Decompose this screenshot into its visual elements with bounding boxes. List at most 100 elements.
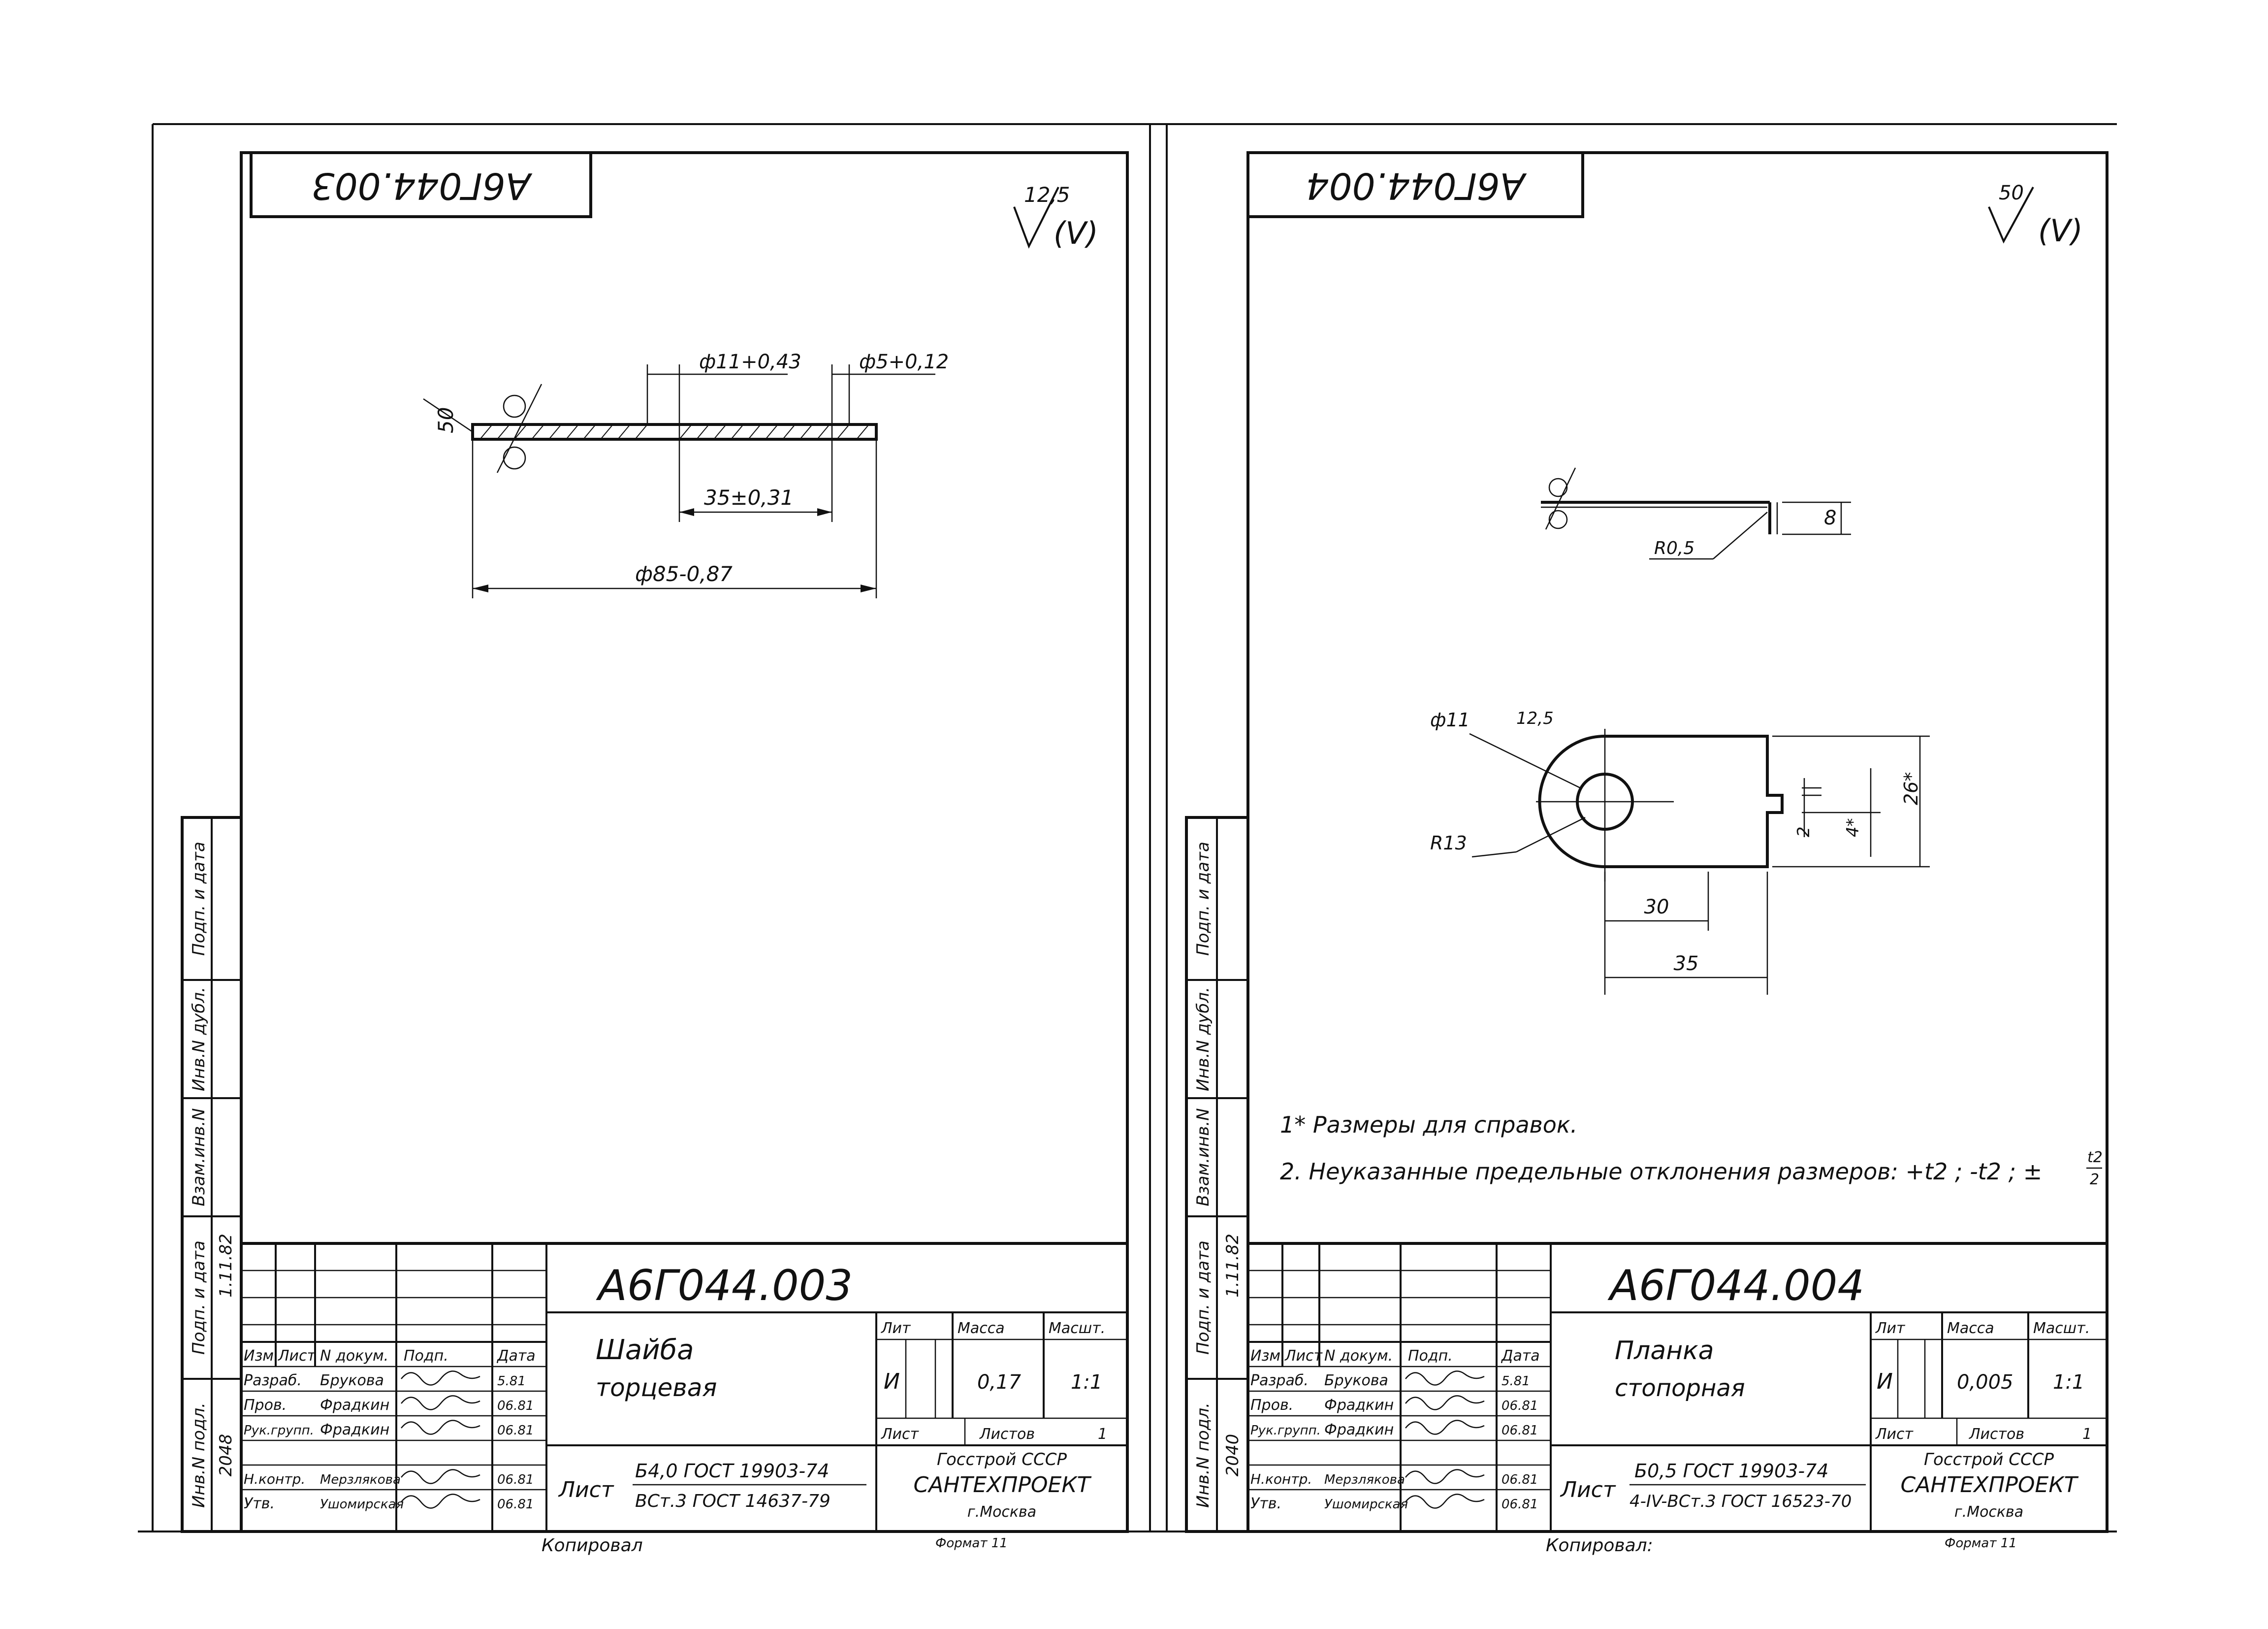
svg-text:2: 2 xyxy=(1794,826,1814,837)
svg-text:ВСт.3 ГОСТ 14637-79: ВСт.3 ГОСТ 14637-79 xyxy=(635,1491,831,1511)
svg-text:R0,5: R0,5 xyxy=(1654,538,1694,558)
svg-text:Инв.N дубл.: Инв.N дубл. xyxy=(1193,987,1213,1091)
svg-text:1: 1 xyxy=(1098,1426,1107,1443)
svg-text:САНТЕХПРОЕКТ: САНТЕХПРОЕКТ xyxy=(914,1472,1092,1498)
svg-text:Инв.N подл.: Инв.N подл. xyxy=(1193,1402,1213,1508)
svg-text:Взам.инв.N: Взам.инв.N xyxy=(1193,1108,1213,1206)
svg-text:06.81: 06.81 xyxy=(1501,1399,1538,1413)
svg-text:Листов: Листов xyxy=(979,1426,1035,1443)
right-side-strip: Подп. и дата Инв.N дубл. Взам.инв.N Подп… xyxy=(1185,816,1249,1533)
svg-text:Изм.: Изм. xyxy=(244,1347,279,1365)
svg-text:06.81: 06.81 xyxy=(497,1472,534,1487)
svg-text:5.81: 5.81 xyxy=(497,1374,526,1389)
svg-text:t2: t2 xyxy=(2087,1149,2103,1166)
svg-text:ф5+0,12: ф5+0,12 xyxy=(859,351,949,373)
svg-text:N докум.: N докум. xyxy=(1324,1347,1393,1365)
svg-text:Изм.: Изм. xyxy=(1250,1347,1285,1365)
svg-text:Ушомирская: Ушомирская xyxy=(1324,1497,1408,1512)
left-roughness-symbol: 12,5 (V) xyxy=(1013,183,1098,251)
right-footer-format: Формат 11 xyxy=(1945,1536,2017,1551)
svg-text:Утв.: Утв. xyxy=(244,1495,275,1512)
svg-text:Подп. и дата: Подп. и дата xyxy=(1193,842,1213,956)
svg-text:26*: 26* xyxy=(1900,772,1922,805)
svg-text:Масса: Масса xyxy=(1947,1320,1994,1337)
svg-text:Лист: Лист xyxy=(278,1347,317,1365)
svg-text:Госстрой СССР: Госстрой СССР xyxy=(937,1450,1067,1469)
svg-text:Масса: Масса xyxy=(958,1320,1005,1337)
svg-text:(V): (V) xyxy=(2038,213,2083,249)
right-notes: 1* Размеры для справок. 2. Неуказанные п… xyxy=(1280,1111,2103,1188)
svg-text:стопорная: стопорная xyxy=(1615,1374,1745,1402)
svg-text:Брукова: Брукова xyxy=(1324,1372,1388,1389)
left-side-strip: Подп. и дата Инв.N дубл. Взам.инв.N Подп… xyxy=(181,816,243,1533)
svg-text:г.Москва: г.Москва xyxy=(967,1503,1036,1521)
svg-text:Лист: Лист xyxy=(558,1477,614,1502)
svg-text:Шайба: Шайба xyxy=(596,1334,694,1366)
svg-text:Б4,0 ГОСТ 19903-74: Б4,0 ГОСТ 19903-74 xyxy=(635,1460,829,1482)
right-top-code-box xyxy=(1246,151,1584,218)
svg-text:4*: 4* xyxy=(1843,818,1863,837)
svg-text:Лит: Лит xyxy=(1875,1320,1906,1337)
svg-text:Инв.N подл.: Инв.N подл. xyxy=(189,1402,209,1508)
svg-text:Подп. и дата: Подп. и дата xyxy=(189,1240,209,1355)
svg-text:И: И xyxy=(884,1369,900,1394)
svg-text:06.81: 06.81 xyxy=(497,1423,534,1438)
svg-text:Мерзлякова: Мерзлякова xyxy=(320,1472,401,1487)
svg-text:САНТЕХПРОЕКТ: САНТЕХПРОЕКТ xyxy=(1901,1472,2079,1498)
svg-text:Разраб.: Разраб. xyxy=(1250,1372,1309,1389)
svg-text:8: 8 xyxy=(1824,507,1836,529)
svg-text:Масшт.: Масшт. xyxy=(1049,1320,1105,1337)
svg-text:Планка: Планка xyxy=(1615,1336,1714,1366)
left-sheet: А6Г044.003 12,5 (V) xyxy=(181,151,1129,1556)
svg-text:Лист: Лист xyxy=(1560,1477,1616,1502)
svg-text:Пров.: Пров. xyxy=(1250,1397,1293,1414)
svg-text:2048: 2048 xyxy=(216,1434,236,1477)
svg-text:Дата: Дата xyxy=(496,1347,536,1365)
svg-text:35±0,31: 35±0,31 xyxy=(704,486,794,510)
svg-text:Рук.групп.: Рук.групп. xyxy=(1250,1423,1321,1438)
svg-text:Н.контр.: Н.контр. xyxy=(1250,1471,1312,1487)
left-title-block: Изм. Лист N докум. Подп. Дата Разраб. Бр… xyxy=(240,1242,1129,1533)
svg-text:Подп. и дата: Подп. и дата xyxy=(1193,1240,1213,1355)
svg-text:35: 35 xyxy=(1674,952,1699,975)
svg-text:0,005: 0,005 xyxy=(1957,1371,2013,1394)
svg-text:Лист: Лист xyxy=(1284,1347,1323,1365)
left-footer-copied: Копировал xyxy=(542,1535,643,1556)
svg-text:ф11+0,43: ф11+0,43 xyxy=(699,351,801,373)
right-footer-copied: Копировал: xyxy=(1546,1535,1653,1556)
svg-text:Утв.: Утв. xyxy=(1250,1495,1281,1512)
svg-text:4-IV-ВСт.3 ГОСТ 16523-70: 4-IV-ВСт.3 ГОСТ 16523-70 xyxy=(1629,1492,1852,1511)
svg-text:Пров.: Пров. xyxy=(244,1397,287,1414)
svg-text:R13: R13 xyxy=(1430,832,1467,854)
left-top-code-box xyxy=(250,151,592,218)
svg-text:Дата: Дата xyxy=(1501,1347,1540,1365)
left-footer-format: Формат 11 xyxy=(935,1536,1008,1551)
svg-text:Брукова: Брукова xyxy=(320,1372,384,1389)
svg-text:Фрадкин: Фрадкин xyxy=(1324,1397,1394,1414)
right-plate-plan-view: ф11 12,5 R13 26* 2 4* 30 35 xyxy=(1430,709,1930,995)
svg-text:Лист: Лист xyxy=(881,1426,920,1443)
svg-text:50: 50 xyxy=(1999,182,2024,204)
svg-text:Б0,5 ГОСТ 19903-74: Б0,5 ГОСТ 19903-74 xyxy=(1634,1460,1828,1482)
svg-text:50: 50 xyxy=(434,407,458,433)
svg-text:12,5: 12,5 xyxy=(1516,709,1554,728)
svg-text:А6Г044.004: А6Г044.004 xyxy=(1607,1261,1864,1310)
svg-text:Подп.: Подп. xyxy=(404,1347,448,1365)
svg-text:Мерзлякова: Мерзлякова xyxy=(1324,1472,1405,1487)
svg-text:12,5: 12,5 xyxy=(1024,183,1070,207)
svg-text:2: 2 xyxy=(2090,1171,2099,1188)
svg-text:1: 1 xyxy=(2082,1426,2092,1443)
right-top-code: А6Г044.004 xyxy=(1306,164,1527,207)
svg-text:Ушомирская: Ушомирская xyxy=(320,1497,404,1512)
svg-text:1.11.82: 1.11.82 xyxy=(216,1234,236,1298)
svg-text:А6Г044.003: А6Г044.003 xyxy=(596,1261,853,1310)
svg-text:И: И xyxy=(1877,1369,1893,1394)
svg-text:Госстрой СССР: Госстрой СССР xyxy=(1924,1450,2054,1469)
left-washer-section: 50 ф11+0,43 ф5+0,12 35±0,31 ф85-0,87 xyxy=(423,351,949,598)
svg-text:5.81: 5.81 xyxy=(1501,1374,1530,1389)
svg-text:0,17: 0,17 xyxy=(977,1371,1022,1394)
svg-text:Фрадкин: Фрадкин xyxy=(1324,1421,1394,1438)
svg-text:06.81: 06.81 xyxy=(1501,1423,1538,1438)
svg-text:ф11: ф11 xyxy=(1430,709,1470,731)
svg-text:2040: 2040 xyxy=(1223,1434,1243,1477)
